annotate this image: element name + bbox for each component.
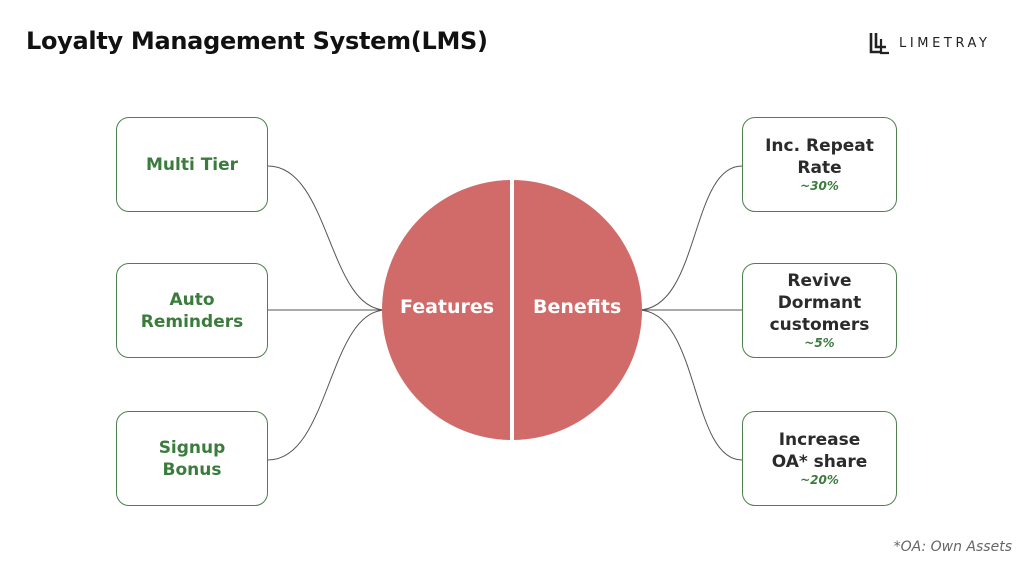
benefit-value: ~5% — [804, 336, 835, 350]
brand-name: LIMETRAY — [899, 35, 991, 51]
footnote: *OA: Own Assets — [893, 539, 1012, 555]
page-title: Loyalty Management System(LMS) — [26, 27, 488, 55]
limetray-logo-icon — [869, 33, 889, 55]
benefit-value: ~30% — [800, 179, 839, 193]
benefit-value: ~20% — [800, 473, 839, 487]
feature-label: Multi Tier — [145, 154, 239, 175]
connector-feature-1 — [267, 165, 387, 311]
connector-benefit-1 — [637, 165, 743, 311]
hub-benefits-label: Benefits — [533, 296, 622, 318]
hub-features-label: Features — [400, 296, 495, 318]
connector-feature-3 — [267, 309, 387, 461]
feature-box-multi-tier: Multi Tier — [116, 117, 268, 212]
brand-logo: LIMETRAY — [869, 30, 991, 56]
connector-benefit-3 — [637, 309, 743, 461]
